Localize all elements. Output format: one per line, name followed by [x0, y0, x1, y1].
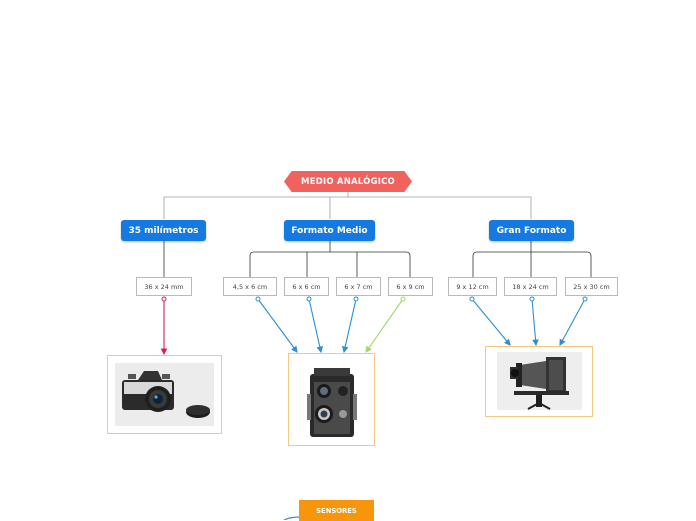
arrow-6x6	[308, 298, 324, 354]
category-connectors	[163, 241, 592, 277]
format-arrows	[160, 298, 586, 356]
arrow-25x30	[559, 298, 586, 346]
format-node-6x7cm[interactable]: 6 x 7 cm	[336, 277, 381, 296]
format-node-18x24cm[interactable]: 18 x 24 cm	[504, 277, 557, 296]
format-node-36x24mm[interactable]: 36 x 24 mm	[136, 277, 192, 296]
arrow-6x7	[341, 298, 357, 354]
format-label: 9 x 12 cm	[456, 282, 489, 291]
category-label: Formato Medio	[291, 225, 368, 236]
root-label: MEDIO ANALÓGICO	[301, 176, 395, 187]
root-node-medio-analogico[interactable]: MEDIO ANALÓGICO	[284, 171, 412, 192]
format-node-4-5x6cm[interactable]: 4,5 x 6 cm	[223, 277, 277, 296]
format-label: 6 x 6 cm	[292, 282, 321, 291]
category-label: 35 milímetros	[128, 225, 199, 236]
format-label: 6 x 7 cm	[344, 282, 373, 291]
format-node-25x30cm[interactable]: 25 x 30 cm	[565, 277, 618, 296]
sensores-node[interactable]: SENSORES	[299, 500, 374, 521]
arrow-45x6	[257, 298, 298, 353]
35mm-slr-camera-icon	[115, 363, 214, 426]
category-gran-formato[interactable]: Gran Formato	[489, 220, 574, 241]
category-35mm[interactable]: 35 milímetros	[121, 220, 206, 241]
format-node-9x12cm[interactable]: 9 x 12 cm	[448, 277, 497, 296]
format-label: 6 x 9 cm	[396, 282, 425, 291]
format-label: 4,5 x 6 cm	[232, 282, 268, 291]
format-label: 25 x 30 cm	[573, 282, 610, 291]
large-format-view-camera-icon	[497, 352, 582, 410]
category-label: Gran Formato	[496, 225, 567, 236]
sensores-label: SENSORES	[316, 506, 357, 515]
arrow-anchors	[161, 296, 588, 302]
arrow-6x9	[365, 298, 404, 353]
format-label: 36 x 24 mm	[144, 282, 184, 291]
image-box-gran-formato[interactable]	[485, 346, 593, 417]
format-label: 18 x 24 cm	[512, 282, 549, 291]
root-connectors	[163, 192, 532, 219]
format-node-6x6cm[interactable]: 6 x 6 cm	[284, 277, 329, 296]
format-node-6x9cm[interactable]: 6 x 9 cm	[388, 277, 433, 296]
image-box-formato-medio[interactable]	[288, 353, 375, 446]
category-formato-medio[interactable]: Formato Medio	[284, 220, 375, 241]
twin-lens-reflex-camera-icon	[307, 368, 357, 437]
image-box-35mm[interactable]	[107, 355, 222, 434]
arrow-9x12	[471, 298, 511, 346]
arrow-18x24	[531, 298, 539, 347]
